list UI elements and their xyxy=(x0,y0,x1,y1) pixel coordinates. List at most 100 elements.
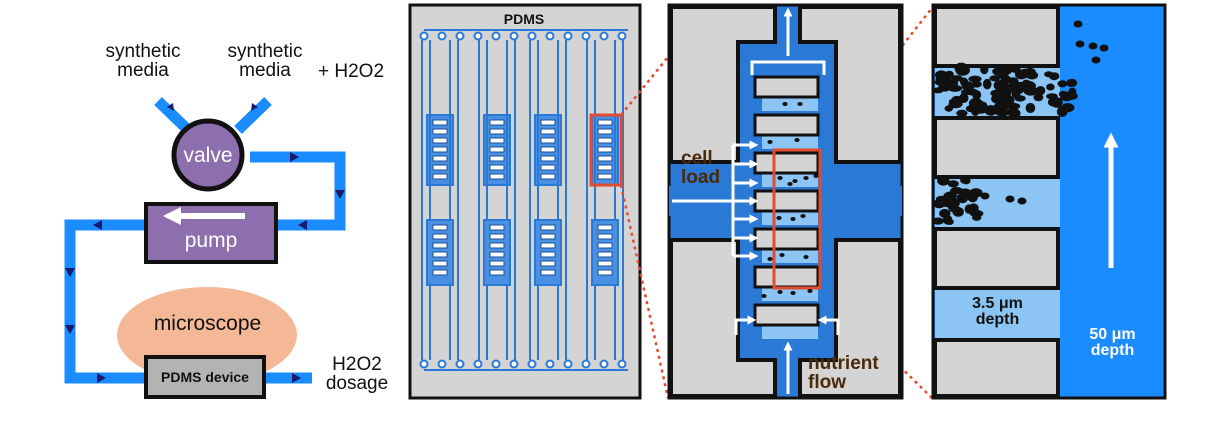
yeast-cell xyxy=(984,105,998,116)
yeast-cell xyxy=(761,294,767,298)
pdms-device-box xyxy=(144,355,266,399)
yeast-cell xyxy=(787,182,793,186)
chip-trap xyxy=(597,233,613,240)
pillar-2 xyxy=(933,116,1060,179)
trap-shallow-3 xyxy=(935,288,1060,340)
yeast-cell xyxy=(947,84,963,92)
chip-port xyxy=(509,31,519,41)
trap-pillars xyxy=(753,75,820,339)
chip-trap xyxy=(597,164,613,171)
yeast-cell xyxy=(1046,83,1055,91)
trap-shallow-zone xyxy=(762,325,818,339)
chip-trap xyxy=(597,269,613,276)
yeast-cell xyxy=(980,192,990,200)
yeast-cell xyxy=(976,101,988,110)
trap-pillar xyxy=(753,227,820,251)
chip-port xyxy=(617,359,627,369)
chip-port xyxy=(473,31,483,41)
yeast-cell xyxy=(943,195,953,205)
chip-trap xyxy=(540,128,556,135)
yeast-cell xyxy=(1050,97,1063,108)
chip-highlight-box xyxy=(589,113,623,187)
yeast-cell xyxy=(1088,42,1098,50)
yeast-cell xyxy=(932,217,944,225)
label-pdms-chip: PDMS xyxy=(503,11,545,27)
chip-trap xyxy=(432,146,448,153)
yeast-cell xyxy=(1091,56,1101,64)
chip-channel xyxy=(537,40,559,212)
trap-pillar xyxy=(753,265,820,289)
valve-circle xyxy=(171,118,245,192)
chip-port xyxy=(545,31,555,41)
yeast-cell xyxy=(972,214,982,221)
chip-trap xyxy=(489,137,505,144)
yeast-cells xyxy=(932,20,1109,225)
yeast-cell xyxy=(1056,106,1068,117)
label-deep-depth: 50 μm depth xyxy=(1089,326,1136,359)
chip-channel xyxy=(537,293,559,360)
chip-trap xyxy=(597,137,613,144)
chip-trap xyxy=(432,251,448,258)
chip-port xyxy=(473,359,483,369)
yeast-cell xyxy=(982,78,992,90)
yeast-cell xyxy=(1073,20,1083,28)
yeast-cell xyxy=(995,104,1007,111)
chip-trap xyxy=(540,164,556,171)
chip-channel xyxy=(594,40,616,212)
trap-shallow-zone xyxy=(762,97,818,111)
label-cell-load: cell load xyxy=(681,148,721,188)
cell-clusters xyxy=(761,102,819,298)
yeast-cell xyxy=(767,257,773,261)
chip-trap xyxy=(540,224,556,231)
chip-trap xyxy=(489,233,505,240)
chip-trap xyxy=(489,164,505,171)
yeast-cell xyxy=(777,290,783,294)
yeast-cell xyxy=(971,80,982,88)
label-h2o2-dosage: H2O2 dosage xyxy=(325,354,389,394)
pillar-4 xyxy=(933,338,1060,398)
label-plus-h2o2: + H2O2 xyxy=(318,61,385,82)
yeast-cell xyxy=(1007,107,1017,116)
yeast-cell xyxy=(813,174,819,178)
trap-pillar xyxy=(753,113,820,137)
chip-port xyxy=(545,359,555,369)
chip-port xyxy=(491,31,501,41)
yeast-cell xyxy=(1075,40,1085,48)
chip-trap xyxy=(597,146,613,153)
yeast-cell xyxy=(961,176,971,185)
chip-channel xyxy=(421,40,459,220)
label-microscope: microscope xyxy=(153,312,262,335)
label-pump: pump xyxy=(184,229,238,252)
yeast-cell xyxy=(1008,77,1019,85)
yeast-cell xyxy=(949,79,959,88)
yeast-cell xyxy=(1099,44,1109,52)
chip-port xyxy=(419,31,429,41)
chip-trap xyxy=(432,242,448,249)
yeast-cell xyxy=(933,199,946,209)
chip-trap xyxy=(597,173,613,180)
chip-trap xyxy=(597,242,613,249)
yeast-cell xyxy=(944,70,954,79)
trap-pillar xyxy=(753,189,820,213)
chip-port xyxy=(527,31,537,41)
chip-trap xyxy=(489,128,505,135)
yeast-cell xyxy=(1015,69,1028,80)
yeast-cell xyxy=(803,176,809,180)
chip-trap xyxy=(540,242,556,249)
trap-highlight-box xyxy=(772,148,822,290)
chip-trap xyxy=(597,128,613,135)
yeast-cell xyxy=(1067,92,1078,100)
trap-shallow-zone xyxy=(762,135,818,149)
chip-port xyxy=(455,31,465,41)
chip-trap xyxy=(489,119,505,126)
panel-b-pdms-chip xyxy=(408,3,642,400)
chip-port xyxy=(491,359,501,369)
chip-port xyxy=(419,359,429,369)
yeast-cell xyxy=(782,102,788,106)
chip-port xyxy=(599,359,609,369)
chip-port xyxy=(563,359,573,369)
chip-trap xyxy=(432,233,448,240)
yeast-cell xyxy=(1035,86,1046,96)
chip-channel xyxy=(586,285,624,360)
